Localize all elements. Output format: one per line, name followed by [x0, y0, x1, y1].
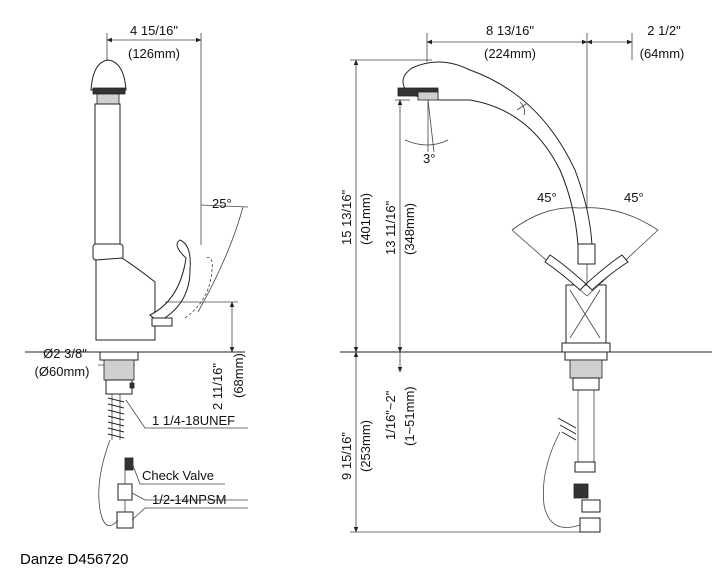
- total-height-inch-label: 15 13/16": [339, 189, 354, 245]
- below-deck-dimension: 9 15/16" (253mm): [339, 351, 373, 533]
- spout-height-mm-label: (348mm): [402, 203, 417, 255]
- offset-mm-label: (64mm): [640, 46, 685, 61]
- front-body: [561, 243, 611, 353]
- base-height-mm-label: (68mm): [231, 353, 246, 398]
- below-deck-inch-label: 9 15/16": [339, 432, 354, 480]
- offset-inch-label: 2 1/2": [647, 23, 681, 38]
- hole-diameter-inch-label: Ø2 3/8": [43, 346, 87, 361]
- base-height-inch-label: 2 11/16": [210, 363, 225, 410]
- front-view: 8 13/16" (224mm) 2 1/2" (64mm) 15 13/16"…: [339, 23, 712, 533]
- base-height-dimension: 2 11/16" (68mm): [165, 301, 246, 410]
- front-spout: [397, 61, 593, 246]
- top-width-dimension: 4 15/16" (126mm): [106, 23, 202, 245]
- side-column: [94, 103, 121, 250]
- top-width-inch-label: 4 15/16": [130, 23, 178, 38]
- deck-thickness-inch-label: 1/16"~2": [383, 390, 398, 440]
- check-valve-callout-label: Check Valve: [142, 468, 214, 483]
- left-angle-label: 45°: [537, 190, 557, 205]
- side-mounting-hardware: [98, 351, 139, 529]
- model-caption: Danze D456720: [20, 551, 128, 568]
- side-spray-head: [90, 59, 127, 115]
- reach-inch-label: 8 13/16": [486, 23, 534, 38]
- handle-angle-label: 25°: [212, 196, 232, 211]
- side-callouts: 1 1/4-18UNEF Check Valve 1/2-14NPSM: [125, 399, 248, 521]
- front-mounting-hardware: [543, 351, 608, 533]
- hole-diameter-dimension: Ø2 3/8" (Ø60mm): [35, 346, 135, 379]
- total-height-mm-label: (401mm): [358, 193, 373, 245]
- right-angle-label: 45°: [624, 190, 644, 205]
- reach-dimension: 8 13/16" (224mm) 2 1/2" (64mm): [426, 23, 685, 355]
- below-deck-mm-label: (253mm): [358, 420, 373, 472]
- npsm-callout-label: 1/2-14NPSM: [152, 492, 226, 507]
- side-view: 4 15/16" (126mm) 25°: [25, 23, 249, 529]
- side-handle-lever: [149, 239, 213, 327]
- spray-angle-label: 3°: [423, 151, 435, 166]
- deck-thickness-mm-label: (1~51mm): [402, 386, 417, 446]
- spout-height-inch-label: 13 11/16": [383, 200, 398, 255]
- handle-angle-dimension: 25°: [197, 196, 249, 313]
- top-width-mm-label: (126mm): [128, 46, 180, 61]
- handle-rotation-dimension: 45° 45°: [511, 190, 659, 297]
- total-height-dimension: 15 13/16" (401mm): [339, 59, 373, 353]
- reach-mm-label: (224mm): [484, 46, 536, 61]
- hole-diameter-mm-label: (Ø60mm): [35, 364, 90, 379]
- deck-thickness-dimension: 1/16"~2" (1~51mm): [383, 352, 417, 446]
- spout-height-dimension: 13 11/16" (348mm): [383, 99, 417, 353]
- spray-angle-dimension: 3°: [404, 99, 449, 166]
- side-body: [95, 257, 156, 341]
- thread-callout-label: 1 1/4-18UNEF: [152, 413, 235, 428]
